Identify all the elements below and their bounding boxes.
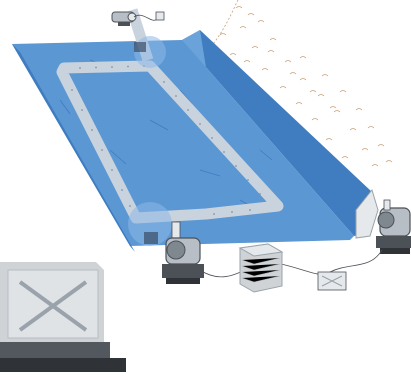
control-box-icon — [0, 262, 126, 372]
duct-grid-bottom — [144, 232, 158, 244]
control-box-icon — [318, 272, 346, 290]
fuel-tank-icon — [240, 244, 282, 292]
heater-icon — [376, 200, 411, 254]
duct-grid-top — [134, 42, 146, 52]
soil-edge — [210, 0, 238, 48]
power-cable — [200, 250, 382, 277]
